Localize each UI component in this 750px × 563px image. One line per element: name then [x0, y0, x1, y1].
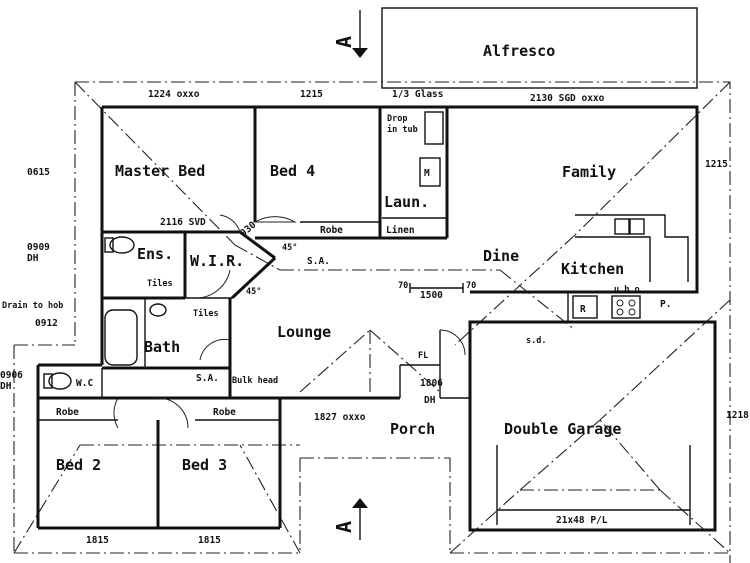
room-linen: Linen: [386, 225, 415, 236]
dimension-labels: 1224 oxxo 1215 1/3 Glass 2130 SGD oxxo 0…: [0, 89, 749, 546]
alfresco-outline: [381, 7, 698, 89]
dim-top-1224: 1224 oxxo: [148, 89, 200, 100]
room-robe-bed2: Robe: [56, 407, 79, 418]
room-dine: Dine: [483, 247, 519, 265]
dim-left-dh2: DH: [0, 381, 12, 392]
drop-in-tub-line1: Drop: [387, 114, 407, 124]
room-bed2: Bed 2: [56, 456, 101, 474]
room-ensuite: Ens.: [137, 245, 173, 263]
walls: [36, 105, 717, 532]
room-bath: Bath: [144, 338, 180, 356]
dim-bottom-1815-a: 1815: [86, 535, 109, 546]
drop-in-tub-line2: in tub: [387, 124, 418, 135]
dim-left-dh1: DH: [27, 253, 39, 264]
room-labels: Alfresco Master Bed Bed 4 Family Drop in…: [56, 42, 624, 474]
note-tiles-1: Tiles: [147, 278, 173, 289]
angle-45-a: 45°: [282, 243, 297, 253]
note-bulkhead: Bulk head: [232, 376, 278, 386]
note-sa-2: S.A.: [196, 373, 219, 384]
dim-right-1215: 1215: [705, 159, 728, 170]
dim-top-2130: 2130 SGD oxxo: [530, 93, 605, 104]
room-bed4: Bed 4: [270, 162, 315, 180]
pantry-p: P.: [660, 299, 671, 310]
room-family: Family: [562, 163, 616, 181]
room-porch: Porch: [390, 420, 435, 438]
laundry-m: M: [424, 168, 430, 179]
angle-45-b: 45°: [246, 287, 261, 297]
room-wc: W.C: [76, 378, 93, 389]
note-sd: s.d.: [526, 336, 546, 346]
room-robe-bed3: Robe: [213, 407, 236, 418]
dim-top-1215: 1215: [300, 89, 323, 100]
room-master-bed: Master Bed: [115, 162, 205, 180]
door-swings: [113, 214, 466, 429]
roof-lines: [13, 81, 731, 563]
dim-70-b: 70: [466, 281, 476, 291]
dim-dh3: DH: [424, 395, 436, 406]
section-marks: A A: [332, 10, 368, 540]
fixtures: [43, 111, 645, 390]
dim-left-0615: 0615: [27, 167, 50, 178]
room-laundry: Laun.: [384, 193, 429, 211]
note-ubo: u.b.o: [614, 285, 640, 295]
dim-top-glass: 1/3 Glass: [392, 89, 443, 100]
note-fl: FL: [418, 351, 428, 361]
dim-left-0909: 0909: [27, 242, 50, 253]
room-bed3: Bed 3: [182, 456, 227, 474]
dim-2116-svd: 2116 SVD: [160, 217, 206, 228]
section-mark-bottom: A: [332, 521, 356, 533]
room-lounge: Lounge: [277, 323, 331, 341]
dim-70-a: 70: [398, 281, 408, 291]
dim-1806: 1806: [420, 378, 443, 389]
note-tiles-2: Tiles: [193, 308, 219, 319]
dim-right-1218: 1218: [726, 410, 749, 421]
fridge-r: R: [580, 304, 586, 315]
room-robe-bed4: Robe: [320, 225, 343, 236]
dim-1500: 1500: [420, 290, 443, 301]
dim-left-0906: 0906: [0, 370, 23, 381]
room-wir: W.I.R.: [190, 252, 244, 270]
note-sa-1: S.A.: [307, 256, 330, 267]
room-double-garage: Double Garage: [504, 420, 621, 438]
room-alfresco: Alfresco: [483, 42, 555, 60]
dim-slab: 21x48 P/L: [556, 515, 608, 526]
note-drain: Drain to hob: [2, 300, 63, 311]
section-mark-top: A: [332, 36, 356, 48]
room-kitchen: Kitchen: [561, 260, 624, 278]
dim-1827: 1827 oxxo: [314, 412, 366, 423]
dim-bottom-1815-b: 1815: [198, 535, 221, 546]
dim-left-0912: 0912: [35, 318, 58, 329]
